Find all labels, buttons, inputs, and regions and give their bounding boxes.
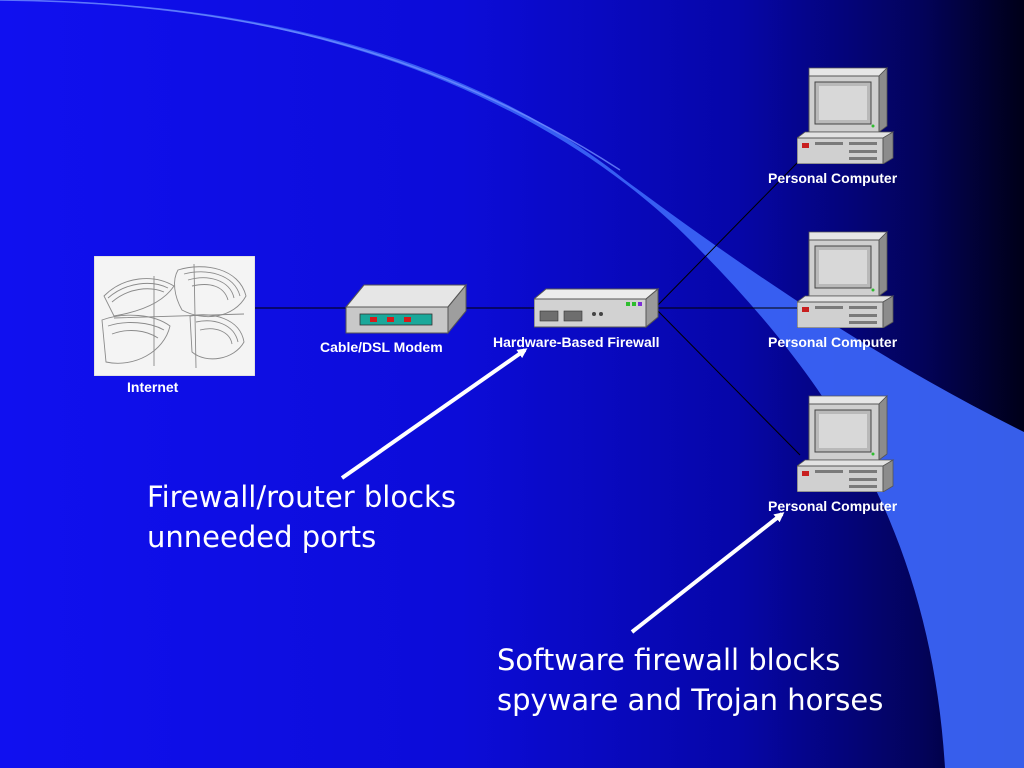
pc3-label: Personal Computer [768,498,898,514]
modem-icon [344,283,468,335]
annotation-software: Software firewall blocks spyware and Tro… [497,640,883,720]
annotation-software-line2: spyware and Trojan horses [497,683,884,717]
annotation-arrow-software [630,512,785,634]
modem-label: Cable/DSL Modem [320,339,443,355]
annotation-software-line1: Software firewall blocks [497,643,841,677]
annotation-hardware: Firewall/router blocks unneeded ports [147,477,456,557]
pc1-label: Personal Computer [768,170,898,186]
pc2-label: Personal Computer [768,334,898,350]
annotation-hardware-line1: Firewall/router blocks [147,480,456,514]
desktop-computer-icon [797,395,895,492]
annotation-arrow-hardware [340,348,528,480]
firewall-label: Hardware-Based Firewall [493,334,660,350]
desktop-computer-icon [797,67,895,164]
edge-firewall-pc3 [654,307,801,456]
world-map-icon [94,256,255,376]
internet-label: Internet [127,379,179,395]
desktop-computer-icon [797,231,895,328]
edge-firewall-pc1 [654,159,801,309]
annotation-hardware-line2: unneeded ports [147,520,377,554]
router-icon [534,287,660,329]
